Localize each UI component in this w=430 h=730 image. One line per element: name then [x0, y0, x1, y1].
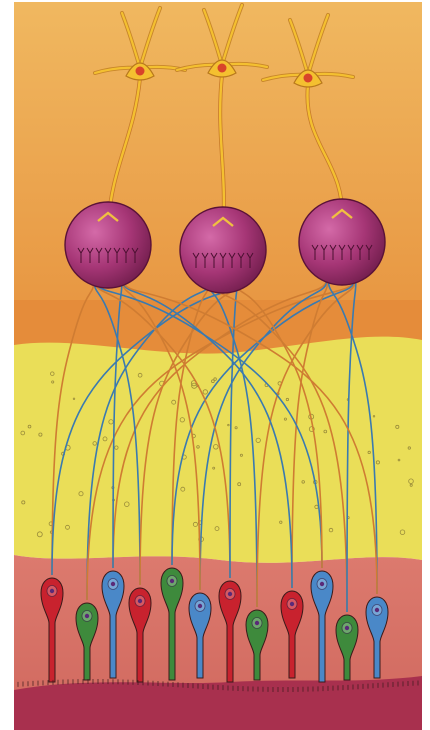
yellow-band [14, 337, 422, 563]
ganglion-cell [65, 202, 151, 288]
neuron-nucleus [136, 67, 145, 76]
cone-nucleolus [345, 626, 349, 630]
right-margin [422, 0, 430, 730]
cone-nucleolus [85, 614, 89, 618]
cone-nucleolus [198, 604, 202, 608]
ganglion-cells [65, 199, 385, 293]
neuron-nucleus [304, 74, 313, 83]
cone-nucleolus [50, 589, 54, 593]
ganglion-cell [299, 199, 385, 285]
cone-nucleolus [111, 582, 115, 586]
cone-nucleolus [138, 599, 142, 603]
cone-nucleolus [375, 608, 379, 612]
cone-nucleolus [255, 621, 259, 625]
left-margin [0, 0, 14, 730]
cone-nucleolus [170, 579, 174, 583]
cone-nucleolus [228, 592, 232, 596]
cone-nucleolus [290, 602, 294, 606]
cone-nucleolus [320, 582, 324, 586]
neuron-nucleus [218, 64, 227, 73]
base-membrane [14, 676, 422, 730]
ganglion-cell [180, 207, 266, 293]
